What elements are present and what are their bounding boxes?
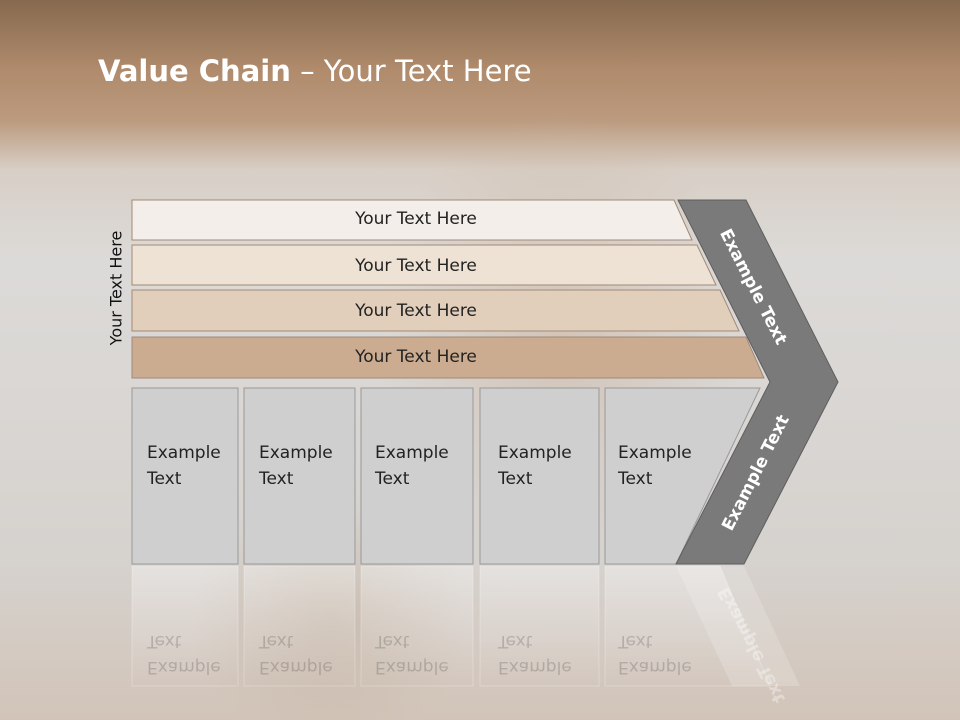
- slide-title: Value Chain – Your Text Here: [98, 54, 532, 88]
- reflection-line1: Example: [259, 657, 333, 677]
- title-rest: – Your Text Here: [290, 54, 532, 88]
- reflection-line1: Example: [375, 657, 449, 677]
- bar-2: [131, 244, 717, 286]
- cell-text-line2: Text: [375, 469, 410, 489]
- reflection-line1: Example: [618, 657, 692, 677]
- bar-label-4: Your Text Here: [355, 347, 477, 367]
- cell-text-line2: Text: [147, 469, 182, 489]
- cell-text-line1: Example: [375, 443, 449, 463]
- cell-reflection-5: Example Text: [618, 628, 692, 680]
- cell-reflection-4: Example Text: [498, 628, 572, 680]
- cell-3: [360, 387, 474, 565]
- cell-text-line1: Example: [259, 443, 333, 463]
- bar-1: [131, 199, 693, 241]
- bar-label-2: Your Text Here: [355, 256, 477, 276]
- bar-label-1: Your Text Here: [355, 209, 477, 229]
- bar-4: [131, 336, 765, 379]
- cell-text-line1: Example: [498, 443, 572, 463]
- diagram-reflection: [131, 565, 800, 687]
- reflection-line2: Text: [375, 631, 410, 651]
- reflection-line2: Text: [618, 631, 653, 651]
- bar-3: [131, 289, 740, 332]
- cell-text-line2: Text: [259, 469, 294, 489]
- title-bold: Value Chain: [98, 54, 291, 88]
- cell-4: [479, 387, 600, 565]
- cell-1: [131, 387, 239, 565]
- cell-text-line1: Example: [618, 443, 692, 463]
- cell-text-line2: Text: [618, 469, 653, 489]
- bar-label-3: Your Text Here: [355, 301, 477, 321]
- cell-reflection-3: Example Text: [375, 628, 449, 680]
- cell-2: [243, 387, 356, 565]
- cell-reflection-2: Example Text: [259, 628, 333, 680]
- cell-text-line2: Text: [498, 469, 533, 489]
- reflection-line1: Example: [498, 657, 572, 677]
- reflection-line2: Text: [147, 631, 182, 651]
- reflection-line1: Example: [147, 657, 221, 677]
- cell-text-line1: Example: [147, 443, 221, 463]
- cell-reflection-1: Example Text: [147, 628, 221, 680]
- chevron-arrow: [675, 199, 839, 565]
- reflection-line2: Text: [498, 631, 533, 651]
- reflection-line2: Text: [259, 631, 294, 651]
